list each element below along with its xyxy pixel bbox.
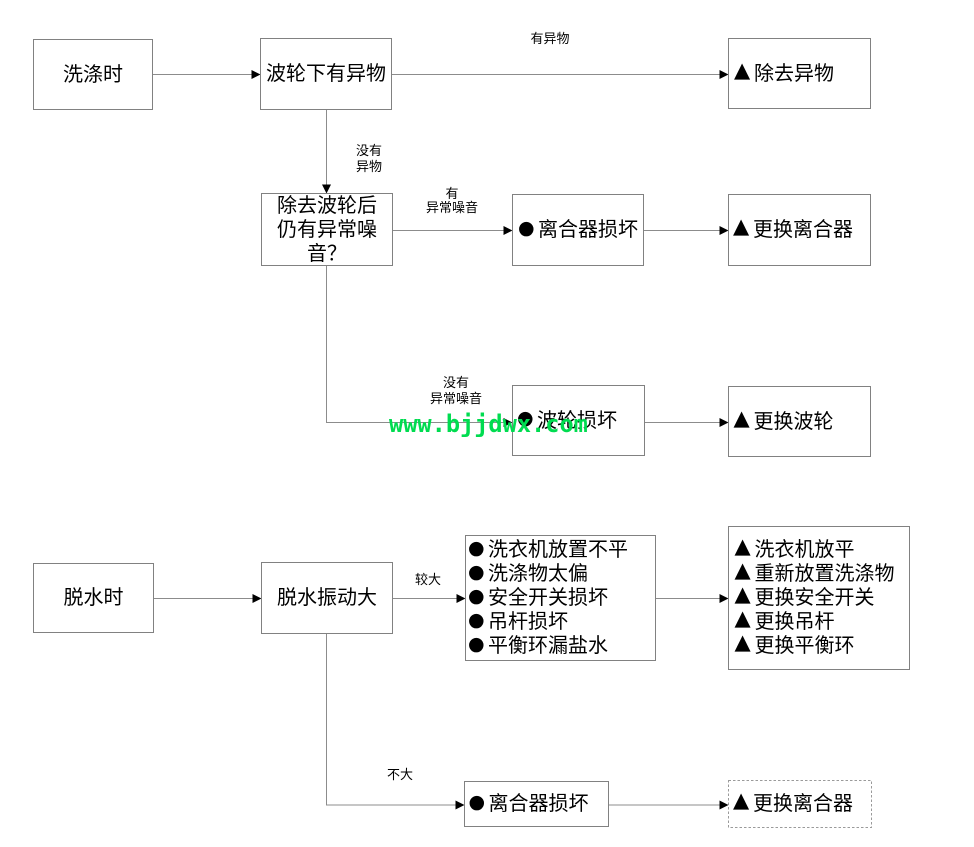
cause-item: ●平衡环漏盐水 bbox=[468, 632, 608, 657]
arrowhead-icon bbox=[719, 594, 729, 603]
arrowhead-icon bbox=[503, 418, 513, 427]
node-clutch-damaged-2: ●离合器损坏 bbox=[464, 781, 609, 827]
edge-label-large: 较大 bbox=[414, 571, 441, 587]
edge-label-no-noise: 没有 异常噪音 bbox=[429, 374, 482, 406]
solution-item: ▲更换安全开关 bbox=[734, 582, 875, 609]
arrowhead-icon bbox=[503, 226, 513, 235]
solution-item: ▲重新放置洗涤物 bbox=[734, 558, 895, 585]
node-clutch-damaged: ●离合器损坏 bbox=[512, 194, 644, 266]
edge-label-has-noise: 有 异常噪音 bbox=[425, 185, 478, 215]
node-label: 波轮下有异物 bbox=[266, 63, 386, 85]
node-label: 脱水振动大 bbox=[277, 587, 377, 609]
node-label: ●波轮损坏 bbox=[517, 407, 617, 432]
node-replace-clutch-2: ▲更换离合器 bbox=[728, 780, 872, 828]
cause-item: ●吊杆损坏 bbox=[468, 608, 568, 633]
edge-label-small: 不大 bbox=[386, 766, 413, 782]
node-washing-start: 洗涤时 bbox=[33, 39, 153, 110]
node-vibration-causes: ●洗衣机放置不平 ●洗涤物太偏 ●安全开关损坏 ●吊杆损坏 ●平衡环漏盐水 bbox=[465, 535, 656, 661]
node-replace-pulsator: ▲更换波轮 bbox=[728, 386, 871, 457]
cause-item: ●洗涤物太偏 bbox=[468, 560, 588, 585]
node-foreign-object-check: 波轮下有异物 bbox=[260, 38, 392, 110]
cause-item: ●安全开关损坏 bbox=[468, 584, 608, 609]
node-label: ▲更换离合器 bbox=[733, 214, 853, 241]
node-label: ●离合器损坏 bbox=[468, 790, 589, 815]
node-pulsator-damaged: ●波轮损坏 bbox=[512, 385, 645, 456]
node-remove-object-action: ▲除去异物 bbox=[728, 38, 871, 109]
node-label: ▲更换波轮 bbox=[733, 405, 834, 433]
node-spinning-start: 脱水时 bbox=[33, 563, 154, 633]
node-noise-question: 除去波轮后仍有异常噪音？ bbox=[261, 193, 393, 266]
dashed-node-border bbox=[728, 780, 872, 828]
node-vibration-solutions: ▲洗衣机放平 ▲重新放置洗涤物 ▲更换安全开关 ▲更换吊杆 ▲更换平衡环 bbox=[728, 526, 910, 670]
edge-line-vibration-to-clutch2 bbox=[326, 634, 456, 806]
arrowhead-icon bbox=[322, 184, 331, 194]
node-label: 除去波轮后仍有异常噪音？ bbox=[277, 194, 377, 265]
edge-line-question-to-pulsator bbox=[326, 266, 504, 423]
solution-item: ▲更换吊杆 bbox=[734, 606, 835, 633]
node-label: ▲更换离合器 bbox=[733, 788, 853, 815]
arrowhead-icon bbox=[456, 594, 466, 603]
node-label: 脱水时 bbox=[63, 587, 124, 609]
cause-item: ●洗衣机放置不平 bbox=[468, 536, 628, 561]
node-label: 洗涤时 bbox=[63, 63, 123, 86]
node-label: ▲除去异物 bbox=[734, 57, 834, 85]
arrowhead-icon bbox=[719, 800, 729, 810]
node-replace-clutch: ▲更换离合器 bbox=[728, 194, 871, 266]
watermark-text: www.bjjdwx.com bbox=[389, 410, 588, 438]
arrowhead-icon bbox=[719, 226, 729, 235]
edge-label-no-object: 没有 异物 bbox=[355, 143, 382, 174]
arrowhead-icon bbox=[251, 70, 261, 79]
node-vibration-check: 脱水振动大 bbox=[261, 562, 393, 634]
arrowhead-icon bbox=[719, 418, 729, 427]
arrowhead-icon bbox=[252, 594, 262, 603]
solution-item: ▲洗衣机放平 bbox=[734, 534, 855, 561]
node-label: ●离合器损坏 bbox=[518, 216, 638, 241]
edge-label-has-object: 有异物 bbox=[530, 31, 570, 46]
solution-item: ▲更换平衡环 bbox=[734, 630, 855, 657]
arrowhead-icon bbox=[455, 800, 465, 810]
arrowhead-icon bbox=[719, 70, 729, 79]
